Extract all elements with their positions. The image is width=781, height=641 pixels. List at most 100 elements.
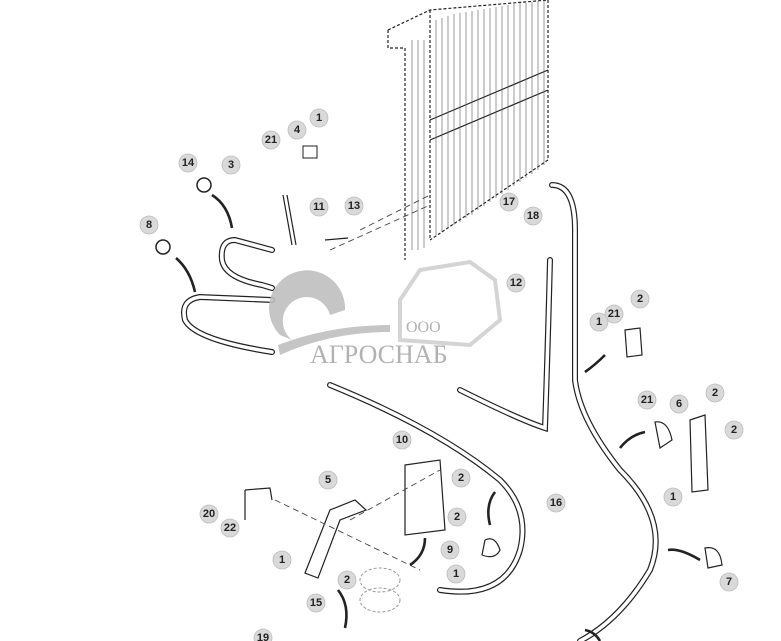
callout-7: 8 [139,215,159,235]
callout-bubble [318,470,338,490]
callout-label: 2 [731,424,737,436]
callout-bubble [663,487,683,507]
callout-bubble [705,383,725,403]
callout-label: 2 [458,472,464,484]
callout-bubble [447,507,467,527]
callout-bubble [253,628,273,641]
callout-11: 2 [630,289,650,309]
callout-label: 11 [313,201,325,213]
callout-32: 19 [253,628,273,641]
callout-27: 1 [446,564,466,584]
callout-label: 2 [454,511,460,523]
callout-12: 21 [604,304,624,324]
callout-label: 10 [396,434,408,446]
callout-4: 1 [309,108,329,128]
callout-bubble [306,593,326,613]
condenser [329,0,549,260]
callout-8: 17 [499,192,519,212]
callout-10: 12 [506,273,526,293]
callout-28: 1 [272,550,292,570]
callout-20: 2 [451,468,471,488]
callout-bubble [506,273,526,293]
callout-bubble [220,518,240,538]
callout-23: 20 [199,504,219,524]
parts [155,145,723,613]
callout-0: 14 [178,153,198,173]
callout-label: 21 [608,308,620,320]
callout-bubble [337,570,357,590]
callout-15: 6 [669,394,689,414]
callout-bubble [589,312,609,332]
callout-bubble [630,289,650,309]
callout-bubble [272,550,292,570]
assembly-arrows [175,193,701,641]
callout-label: 8 [146,219,152,231]
callout-26: 9 [440,540,460,560]
callout-bubble [344,196,364,216]
callout-label: 16 [550,497,562,509]
callout-29: 2 [337,570,357,590]
callout-label: 2 [712,387,718,399]
callout-bubble [139,215,159,235]
callout-label: 9 [447,544,453,556]
callout-17: 2 [724,420,744,440]
callout-bubble [446,564,466,584]
callout-31: 7 [719,572,739,592]
callout-label: 22 [224,522,236,534]
callout-24: 22 [220,518,240,538]
callout-label: 5 [325,474,331,486]
callout-label: 12 [510,277,522,289]
callout-bubble [199,504,219,524]
callout-bubble [451,468,471,488]
callout-bubble [499,192,519,212]
callout-bubble [392,430,412,450]
callout-label: 3 [228,159,234,171]
callout-label: 14 [182,157,195,169]
watermark-name: АГРОСНАБ [310,340,448,369]
callout-6: 13 [344,196,364,216]
callout-label: 4 [294,124,301,136]
callout-bubble [669,394,689,414]
callout-label: 15 [310,597,322,609]
callout-label: 21 [641,394,653,406]
callout-label: 1 [670,491,676,503]
callout-1: 3 [221,155,241,175]
callout-label: 17 [503,196,515,208]
callout-label: 1 [596,316,602,328]
callout-label: 2 [637,293,643,305]
callout-21: 5 [318,470,338,490]
callout-30: 15 [306,593,326,613]
callout-label: 7 [726,576,732,588]
callout-bubble [261,130,281,150]
callout-bubble [440,540,460,560]
callout-bubble [309,197,329,217]
callout-18: 1 [663,487,683,507]
callout-14: 21 [637,390,657,410]
callout-label: 18 [527,210,539,222]
callout-label: 1 [316,112,322,124]
callout-label: 2 [344,574,350,586]
callout-2: 21 [261,130,281,150]
callout-bubble [221,155,241,175]
refrigerant-lines [181,182,659,641]
callout-label: 1 [279,554,285,566]
callout-25: 2 [447,507,467,527]
callout-label: 20 [203,508,215,520]
callout-label: 1 [453,568,459,580]
callout-bubble [523,206,543,226]
callout-label: 13 [348,200,360,212]
watermark-prefix: ООО [406,319,441,336]
callout-13: 1 [589,312,609,332]
callout-5: 11 [309,197,329,217]
callout-3: 4 [287,120,307,140]
callout-bubble [724,420,744,440]
callout-bubble [604,304,624,324]
callout-label: 19 [257,632,269,641]
callout-19: 10 [392,430,412,450]
callout-22: 16 [546,493,566,513]
callout-bubble [546,493,566,513]
callout-bubble [309,108,329,128]
callout-label: 21 [265,134,277,146]
callout-16: 2 [705,383,725,403]
